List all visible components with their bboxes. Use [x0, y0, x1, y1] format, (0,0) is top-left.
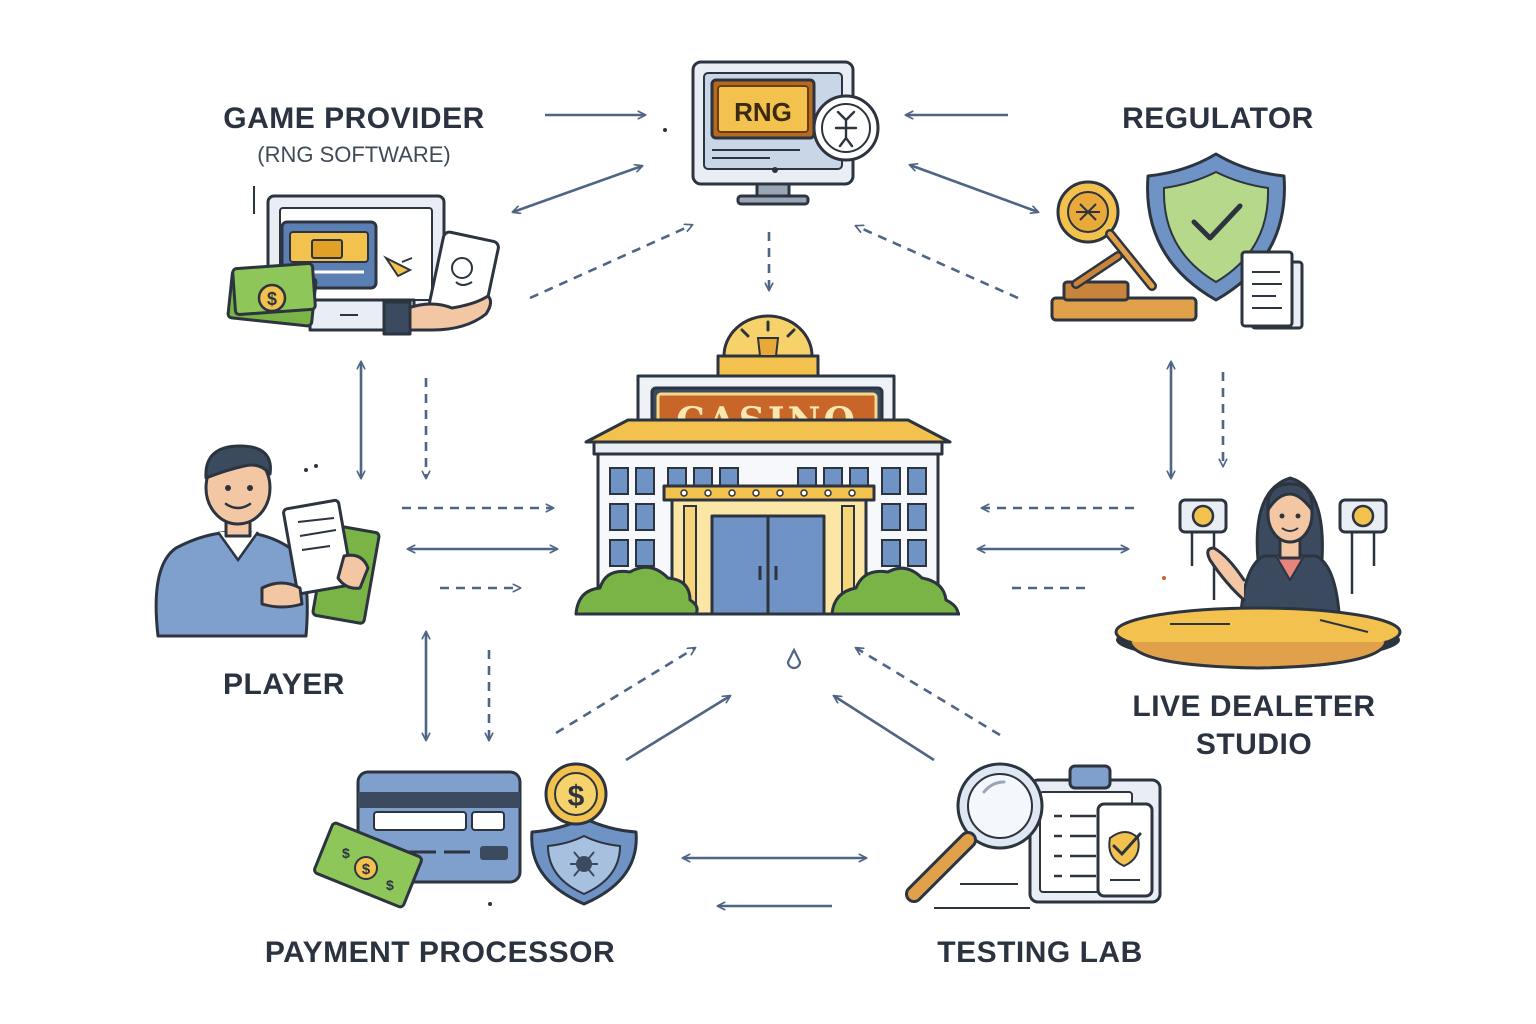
svg-text:$: $: [267, 289, 277, 309]
regulator-shield-icon: [1050, 152, 1304, 330]
drop-marker: [786, 647, 802, 670]
payment-card-icon: $ $ $ $: [313, 762, 638, 909]
player-title: PLAYER: [223, 668, 345, 701]
svg-text:$: $: [386, 877, 394, 893]
connection-arrows: [361, 115, 1223, 906]
rng-monitor-icon: RNG: [663, 60, 880, 206]
testing-lab-title: TESTING LAB: [937, 936, 1143, 969]
arrow-rng-regulator-bidirectional: [910, 165, 1038, 212]
live-dealer-title-line1: LIVE DEALETER: [1132, 690, 1375, 723]
svg-text:$: $: [342, 845, 350, 861]
game-provider-icon: $: [226, 186, 500, 336]
camera-right-icon: [1338, 498, 1388, 594]
cash-stack-icon: $: [226, 262, 318, 328]
live-dealer-icon: [1114, 476, 1402, 670]
bush-right: [830, 566, 960, 616]
arrow-payment-to-casino-dashed: [555, 648, 695, 735]
bush-left: [574, 565, 699, 616]
live-dealer-title-line2: STUDIO: [1196, 728, 1312, 761]
arrow-provider-rng-bidirectional: [513, 166, 642, 212]
certification-seal-icon: [812, 94, 880, 162]
arrow-provider-to-rng-dashed: [529, 225, 692, 300]
arrow-regulator-to-casino-dashed: [856, 226, 1019, 300]
player-person-icon: [154, 444, 381, 638]
hand-with-card-icon: [382, 230, 500, 336]
camera-left-icon: [1178, 498, 1228, 600]
svg-text:$: $: [568, 780, 585, 813]
magnifier-clipboard-icon: [905, 762, 1162, 909]
cash-bill-icon: $ $ $: [313, 821, 423, 909]
rng-screen-text: RNG: [734, 97, 792, 127]
regulator-title: REGULATOR: [1122, 102, 1314, 135]
arrow-lab-to-casino: [834, 696, 935, 762]
svg-text:$: $: [362, 861, 371, 878]
secure-shield-coin-icon: $: [530, 762, 638, 906]
payment-processor-title: PAYMENT PROCESSOR: [265, 936, 615, 969]
arrow-lab-to-casino-dashed: [856, 648, 1001, 737]
arrow-payment-to-casino: [625, 696, 730, 762]
casino-building-icon: CASINO: [574, 314, 960, 616]
game-provider-subtitle: (RNG SOFTWARE): [257, 142, 451, 167]
game-provider-title: GAME PROVIDER: [223, 102, 485, 135]
